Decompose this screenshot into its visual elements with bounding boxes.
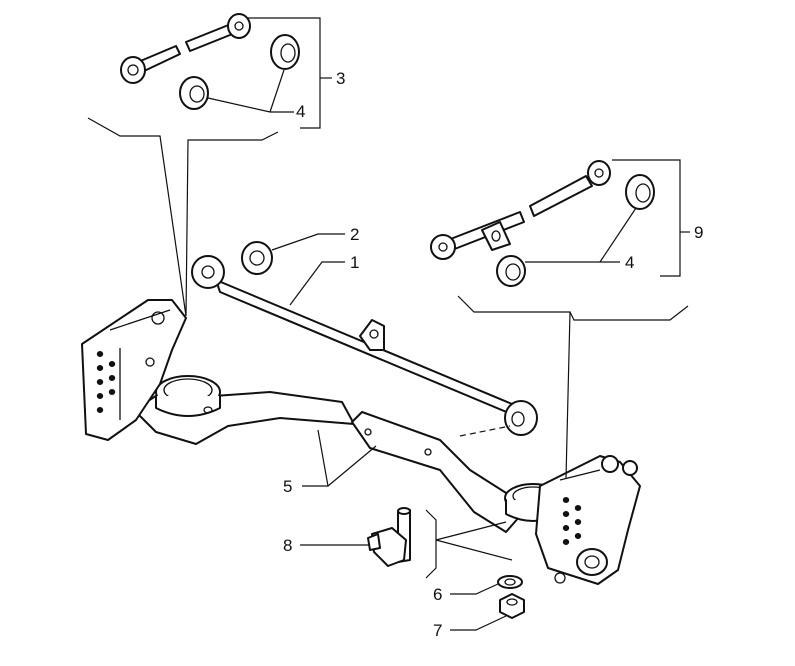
axle-beam-left-half (133, 375, 355, 445)
callout-5-leader (302, 429, 377, 487)
sensor-part-8 (367, 507, 411, 567)
nut-part-7 (499, 593, 525, 619)
callout-4a-leader (207, 69, 294, 113)
left-mounting-bracket (81, 299, 187, 441)
callout-7-leader (450, 615, 507, 631)
callout-6-leader (450, 583, 499, 595)
link-rod-kit-top-left (120, 13, 300, 110)
callout-7: 7 (433, 621, 442, 640)
callout-8: 8 (283, 536, 292, 555)
callout-9-leader (612, 159, 690, 277)
callout-1: 1 (350, 253, 359, 272)
callout-1-leader (289, 261, 345, 306)
callout-5: 5 (283, 477, 292, 496)
link-rod-kit-top-right (430, 160, 655, 287)
callout-2-leader (271, 233, 345, 251)
callout-9: 9 (694, 223, 703, 242)
callout-3-leader (248, 17, 332, 129)
right-mounting-bracket (535, 455, 641, 585)
callout-3: 3 (336, 69, 345, 88)
callout-4a: 4 (296, 102, 305, 121)
washer-part-6 (497, 575, 523, 589)
callout-2: 2 (350, 225, 359, 244)
callout-4b: 4 (625, 253, 634, 272)
callout-6: 6 (433, 585, 442, 604)
callout-4b-leader (525, 207, 637, 263)
panhard-rod (191, 241, 538, 436)
assembly-leaders (87, 117, 689, 579)
